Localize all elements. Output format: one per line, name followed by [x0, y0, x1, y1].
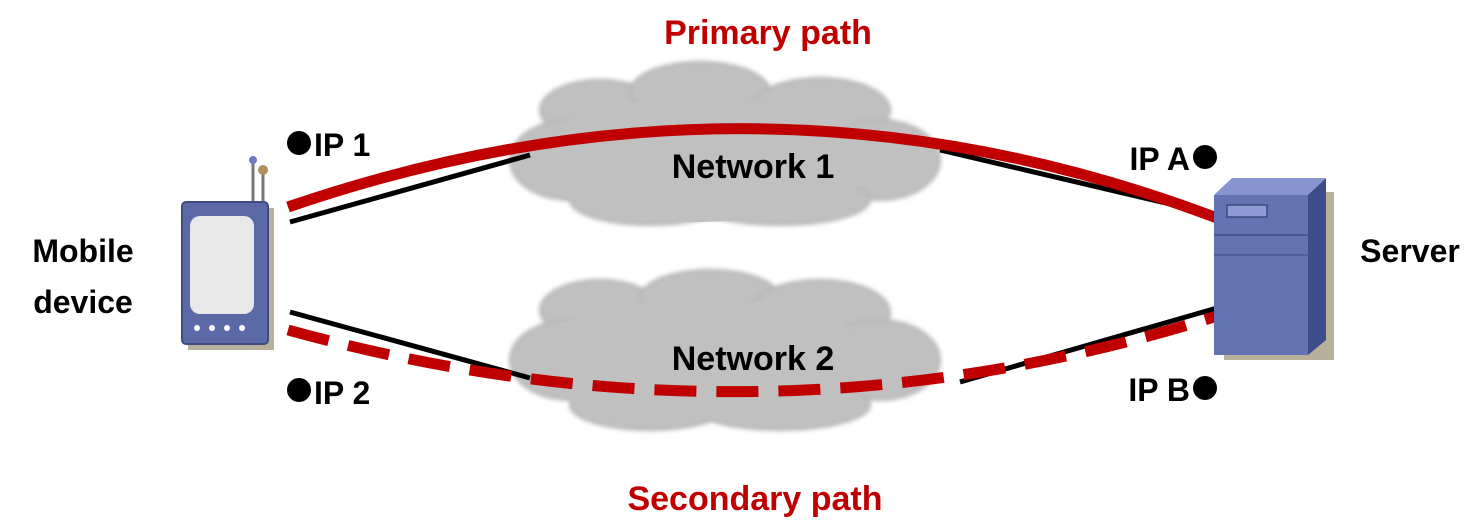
link-ip1-network1 [289, 152, 531, 225]
ip-dots [287, 131, 1217, 402]
mobile-device-label-line2: device [33, 284, 133, 320]
link-ip2-network2 [289, 309, 531, 381]
ipA-dot [1193, 145, 1217, 169]
ipB-label: IP B [1128, 372, 1190, 408]
server-icon [1214, 178, 1334, 360]
secondary-path-label: Secondary path [627, 480, 882, 518]
mobile-device-label-line1: Mobile [32, 233, 133, 269]
ip1-dot [287, 131, 311, 155]
secondary-path-line [286, 310, 1219, 398]
ipB-dot [1193, 376, 1217, 400]
network-2-label: Network 2 [672, 340, 835, 378]
primary-path-label: Primary path [664, 14, 872, 52]
server-label: Server [1360, 233, 1460, 269]
ip2-dot [287, 378, 311, 402]
mobile-device-icon [181, 156, 274, 350]
ip1-label: IP 1 [314, 127, 370, 163]
primary-path-line [286, 123, 1219, 224]
ip2-label: IP 2 [314, 375, 370, 411]
ipA-label: IP A [1130, 141, 1190, 177]
network-1-label: Network 1 [672, 148, 835, 186]
